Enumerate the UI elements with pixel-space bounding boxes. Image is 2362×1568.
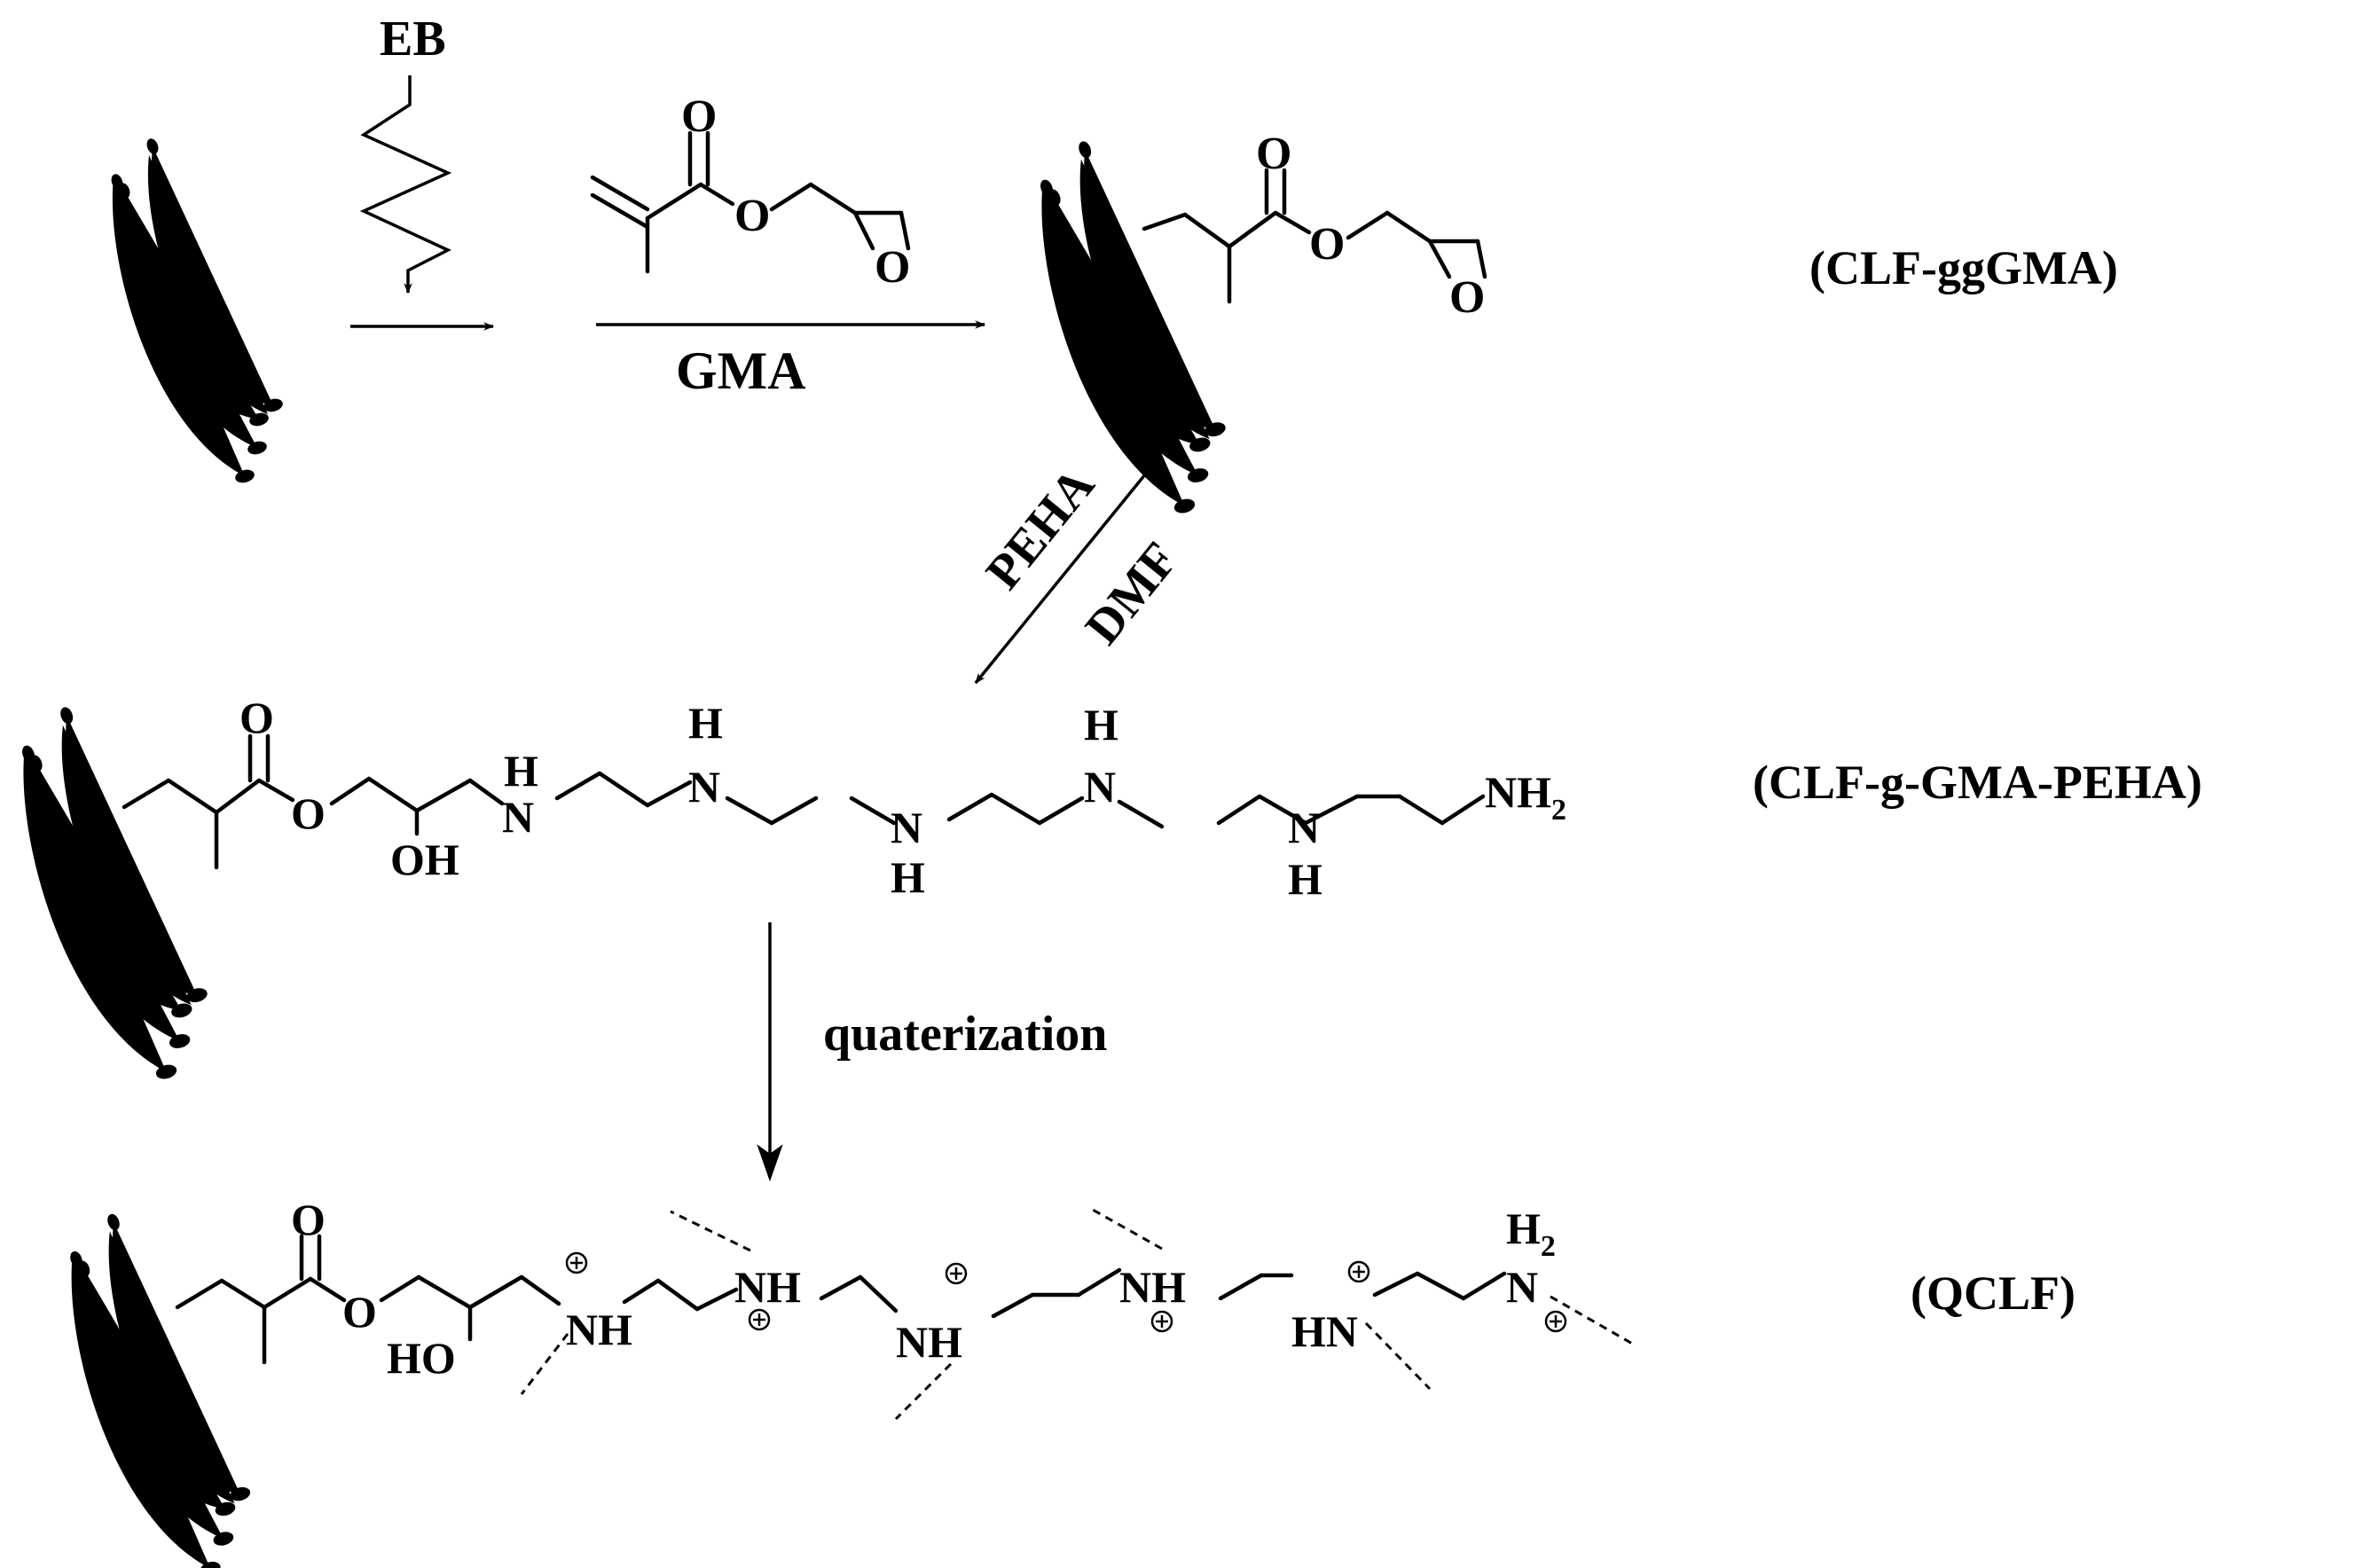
positive-charge-icon [945,1262,968,1285]
svg-text:N: N [1084,762,1116,811]
svg-text:O: O [1309,219,1345,270]
quaternized-structure: O O HO NH NH NH NH HN H2 N [175,1195,1635,1421]
fiber-bundle-icon [67,1211,252,1568]
quaterization-label: quaterization [823,1007,1107,1062]
peha-label: PEHA [976,458,1105,600]
positive-charge-icon [1150,1310,1173,1333]
svg-text:O: O [291,1195,326,1244]
gma-monomer-structure: O O O [590,91,910,293]
svg-text:NH: NH [1119,1262,1186,1312]
svg-text:OH: OH [390,835,459,884]
gma-grafted-structure: O O O [1142,129,1487,323]
peha-grafted-structure: O O OH H N H N N H H N N H NH2 [122,693,1566,904]
svg-text:N: N [688,762,720,811]
fiber-bundle-icon [20,705,209,1081]
svg-text:O: O [291,788,326,838]
eb-label: EB [380,12,446,67]
fiber-bundle-icon [1038,139,1228,515]
svg-text:H: H [1288,854,1322,904]
svg-text:H: H [891,852,925,902]
step2-arrow [974,463,1155,685]
svg-text:O: O [681,91,717,142]
svg-text:O: O [1449,272,1485,323]
gma-label: GMA [676,341,806,400]
svg-text:H: H [504,746,538,796]
svg-text:H: H [688,698,723,748]
svg-text:N: N [1288,803,1320,852]
svg-text:N: N [891,803,922,852]
svg-text:N: N [1506,1262,1538,1312]
svg-text:HO: HO [387,1333,456,1383]
svg-text:H: H [1084,700,1118,749]
positive-charge-icon [748,1308,771,1331]
positive-charge-icon [565,1251,588,1274]
svg-text:NH: NH [566,1305,632,1354]
positive-charge-icon [1544,1310,1567,1333]
svg-text:H2: H2 [1506,1203,1556,1263]
svg-text:O: O [734,191,770,241]
svg-text:O: O [1256,129,1291,179]
positive-charge-icon [1347,1260,1370,1283]
svg-text:O: O [875,242,910,293]
fiber-bundle-icon [109,137,285,485]
svg-text:NH: NH [896,1317,962,1367]
svg-text:O: O [239,693,274,742]
radiation-zigzag [359,75,452,294]
product-label-peha-grafted: (CLF-g-GMA-PEHA) [1753,756,2202,809]
product-label-quaternized: (QCLF) [1911,1266,2076,1320]
svg-text:NH2: NH2 [1485,767,1566,827]
svg-text:HN: HN [1291,1306,1358,1356]
svg-text:O: O [342,1287,377,1337]
dmf-label: DMF [1075,532,1189,655]
product-label-gma-grafted: (CLF-ggGMA) [1809,241,2118,294]
svg-text:NH: NH [734,1262,801,1312]
svg-text:N: N [502,792,534,842]
